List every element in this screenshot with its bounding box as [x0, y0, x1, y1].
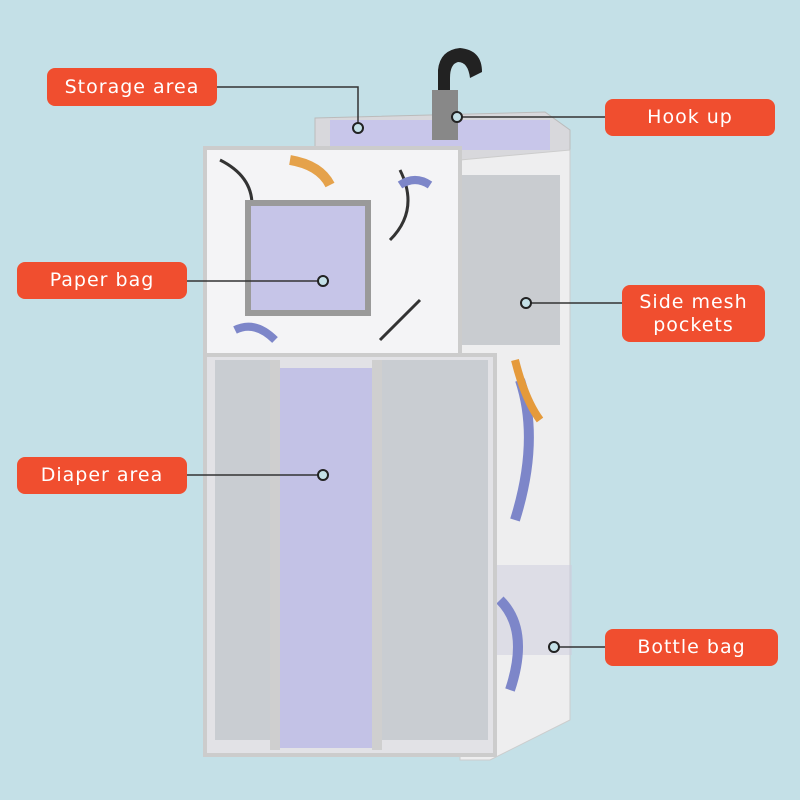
label-hook-up: Hook up: [605, 99, 775, 136]
diaper-organizer-bag: [203, 48, 572, 761]
label-bottle-bag: Bottle bag: [605, 629, 778, 666]
label-diaper-area: Diaper area: [17, 457, 187, 494]
label-paper-bag: Paper bag: [17, 262, 187, 299]
callout-dots: [317, 111, 560, 653]
label-side-mesh-pockets: Side mesh pockets: [622, 285, 765, 342]
label-storage-area: Storage area: [47, 68, 217, 106]
callout-lines: [187, 86, 622, 648]
